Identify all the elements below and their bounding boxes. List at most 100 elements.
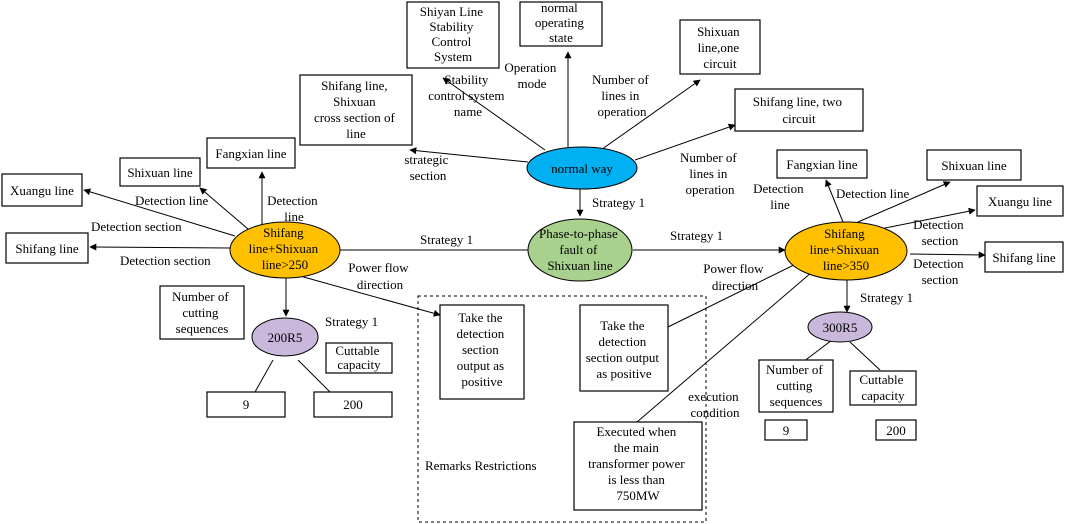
label-left-detection-line-1: Detection line <box>135 193 209 208</box>
box-right-cutting: Number of cutting sequences <box>758 359 834 413</box>
edge-normal-to-system <box>442 77 546 151</box>
label-lines-in-operation-right: Number of lines in operation <box>680 150 740 197</box>
label-right-detection-section-1: Detection section <box>913 217 967 248</box>
box-right-xuangu: Xuangu line <box>976 185 1064 217</box>
label-strategy-right-down: Strategy 1 <box>860 290 913 305</box>
box-left-xuangu: Xuangu line <box>1 173 83 207</box>
label-strategy-top: Strategy 1 <box>592 195 645 210</box>
box-one-circuit: Shixuan line,one circuit <box>679 19 761 75</box>
svg-text:Shixuan line: Shixuan line <box>127 165 193 180</box>
box-left-cutting: Number of cutting sequences <box>159 285 245 340</box>
label-left-detection-line-2: Detection line <box>267 193 321 224</box>
box-two-circuit: Shifang line, two circuit <box>734 88 864 132</box>
edge-right-to-fangxian <box>825 179 844 223</box>
box-right-shifang: Shifang line <box>984 241 1064 273</box>
edge-right-to-condition <box>636 271 813 423</box>
box-remark-right: Take the detection section output as pos… <box>579 304 669 392</box>
edge-left-to-shifang <box>89 243 231 251</box>
left-result-node: 200R5 <box>251 317 319 357</box>
svg-text:Fangxian line: Fangxian line <box>215 146 286 161</box>
edge-right-to-shifang <box>909 251 986 259</box>
edge-left-result-to-9 <box>254 359 274 393</box>
svg-text:Take the detection: Take the detection section output as pos… <box>586 318 663 381</box>
label-strategy-left-down: Strategy 1 <box>325 314 378 329</box>
label-power-flow-left: Power flow direction <box>348 260 412 292</box>
svg-text:Cuttable capacity: Cuttable capacity <box>859 372 906 403</box>
svg-text:Shifang line: Shifang line <box>15 241 78 256</box>
label-power-flow-right: Power flow direction <box>703 261 767 293</box>
edge-right-to-xuangu <box>874 207 976 231</box>
left-condition-label: Shifang line+Shixuan line>250 <box>249 225 322 272</box>
box-operating-state: normal operating state <box>519 0 603 47</box>
edge-right-to-shixuan <box>857 181 951 223</box>
box-left-9: 9 <box>206 391 286 418</box>
edge-left-to-shixuan <box>199 187 249 230</box>
left-condition-node: Shifang line+Shixuan line>250 <box>229 221 341 279</box>
svg-text:Shiyan Line Stability: Shiyan Line Stability Control System <box>420 4 486 64</box>
box-right-shixuan: Shixuan line <box>926 149 1022 181</box>
box-right-capacity: Cuttable capacity <box>849 370 917 406</box>
svg-text:Shixuan line: Shixuan line <box>941 158 1007 173</box>
svg-text:9: 9 <box>243 397 250 412</box>
edge-right-result-to-capacity <box>849 341 881 371</box>
svg-text:Number of cutting: Number of cutting sequences <box>766 362 826 409</box>
edge-right-to-remark <box>667 257 809 328</box>
label-operation-mode: Operation mode <box>504 60 559 91</box>
box-right-9: 9 <box>764 419 808 441</box>
fault-label: Phase-to-phase fault of Shixuan line <box>539 226 621 273</box>
edge-normal-to-cross-section <box>409 147 529 163</box>
left-result-label: 200R5 <box>268 330 303 345</box>
right-condition-node: Shifang line+Shixuan line>350 <box>784 221 908 281</box>
label-lines-in-operation-top: Number of lines in operation <box>592 72 652 119</box>
label-right-detection-line-1: Detection line <box>753 181 807 212</box>
label-left-detection-section-1: Detection section <box>91 219 182 234</box>
label-strategic-section: strategic section <box>404 152 451 183</box>
svg-text:Number of cutting: Number of cutting sequences <box>172 289 232 336</box>
box-system-name: Shiyan Line Stability Control System <box>406 1 500 69</box>
label-stability-name: Stability control system name <box>428 72 507 119</box>
edge-normal-to-one-circuit <box>597 79 701 153</box>
edge-left-to-xuangu <box>83 188 236 237</box>
svg-text:9: 9 <box>783 423 790 438</box>
box-left-200: 200 <box>313 391 393 418</box>
right-condition-label: Shifang line+Shixuan line>350 <box>810 226 883 273</box>
box-left-shifang: Shifang line <box>5 232 89 264</box>
svg-text:Xuangu line: Xuangu line <box>10 183 74 198</box>
remarks-region <box>417 295 707 523</box>
svg-text:Take the detection: Take the detection section output as pos… <box>457 310 508 389</box>
box-left-fangxian: Fangxian line <box>206 137 296 169</box>
fault-node: Phase-to-phase fault of Shixuan line <box>527 218 633 282</box>
svg-text:Xuangu line: Xuangu line <box>988 194 1052 209</box>
right-result-node: 300R5 <box>807 311 873 343</box>
svg-text:Cuttable capacity: Cuttable capacity <box>335 343 382 372</box>
edge-left-result-to-200 <box>297 359 331 393</box>
label-right-detection-section-2: Detection section <box>913 256 967 287</box>
svg-text:Shixuan line,one c: Shixuan line,one circuit <box>697 24 743 71</box>
edges <box>83 51 986 423</box>
box-cross-section: Shifang line, Shixuan cross section of l… <box>299 74 413 146</box>
normal-way-label: normal way <box>551 161 613 176</box>
right-result-label: 300R5 <box>823 320 858 335</box>
normal-way-node: normal way <box>526 146 638 190</box>
edge-left-to-remark <box>299 275 441 317</box>
box-remark-left: Take the detection section output as pos… <box>439 304 525 400</box>
label-remarks: Remarks Restrictions <box>425 458 537 473</box>
svg-text:200: 200 <box>886 423 906 438</box>
label-strategy-right: Strategy 1 <box>670 228 723 243</box>
label-right-detection-line-2: Detection line <box>836 186 910 201</box>
svg-text:normal operating s: normal operating state <box>535 0 587 45</box>
edge-right-result-to-cutting <box>802 339 833 363</box>
label-execution-condition: execution condition <box>688 389 742 420</box>
svg-text:Shifang line: Shifang line <box>992 250 1055 265</box>
svg-text:Shifang line, two circui: Shifang line, two circuit <box>753 94 845 126</box>
label-strategy-left: Strategy 1 <box>420 232 473 247</box>
svg-text:Shifang line, Shixuan: Shifang line, Shixuan cross section of l… <box>314 78 398 141</box>
box-right-fangxian: Fangxian line <box>776 149 868 179</box>
svg-text:Fangxian line: Fangxian line <box>786 157 857 172</box>
box-left-shixuan: Shixuan line <box>119 157 201 187</box>
svg-text:200: 200 <box>343 397 363 412</box>
svg-text:Executed when the main: Executed when the main transformer power… <box>588 424 688 503</box>
edge-normal-to-two-circuit <box>634 123 736 161</box>
box-remark-condition: Executed when the main transformer power… <box>573 421 703 511</box>
